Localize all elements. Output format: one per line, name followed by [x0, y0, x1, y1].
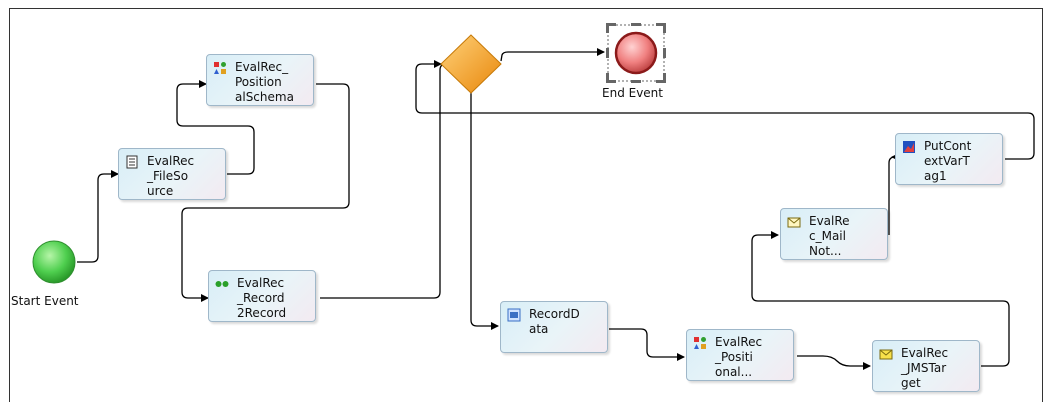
- diagram-canvas: Start Event End Event EvalRec _FileSo ur…: [9, 8, 1043, 402]
- task-recorddata[interactable]: RecordD ata: [500, 301, 608, 353]
- document-icon: [126, 155, 138, 169]
- connector-start-to-filesource: [77, 170, 119, 263]
- task-label: PutCont extVarT ag1: [924, 139, 972, 183]
- connector-jmstarget-to-mailnot: [751, 231, 1010, 367]
- connector-positional-to-jmstarget: [797, 355, 871, 370]
- schema-icon: [694, 337, 706, 349]
- connector-layer: [32, 23, 1035, 370]
- start-event-label: Start Event: [11, 294, 79, 308]
- exclusive-gateway[interactable]: [440, 34, 502, 94]
- connector-putcontext-to-gateway: [415, 60, 1035, 160]
- task-evalrec-jmstarget[interactable]: EvalRec _JMSTar get: [872, 340, 980, 392]
- chart-icon: [903, 141, 915, 153]
- task-label: EvalRe c_Mail Not...: [809, 214, 850, 258]
- start-event-circle[interactable]: [32, 240, 76, 284]
- jms-mail-icon: [879, 349, 893, 360]
- task-putcontextvartag1[interactable]: PutCont extVarT ag1: [895, 133, 1003, 185]
- mail-icon: [787, 217, 801, 228]
- task-evalrec-record2record[interactable]: EvalRec _Record 2Record: [208, 270, 316, 322]
- end-event-circle: [614, 31, 658, 75]
- data-icon: [507, 308, 521, 322]
- end-event-label: End Event: [602, 86, 663, 100]
- connector-filesource-to-positional-schema: [176, 80, 255, 175]
- connector-gateway-to-end: [500, 48, 605, 62]
- task-label: EvalRec _Record 2Record: [237, 276, 287, 320]
- end-event[interactable]: [606, 23, 666, 83]
- task-label: EvalRec_ Position alSchema: [235, 60, 294, 104]
- schema-icon: [214, 62, 226, 74]
- task-evalrec-mailnot[interactable]: EvalRe c_Mail Not...: [780, 208, 888, 260]
- task-label: EvalRec _JMSTar get: [901, 346, 949, 390]
- task-evalrec-positional-schema[interactable]: EvalRec_ Position alSchema: [206, 54, 314, 106]
- task-evalrec-filesource[interactable]: EvalRec _FileSo urce: [118, 148, 226, 200]
- connector-record2record-to-gateway: [320, 60, 448, 299]
- connector-recorddata-to-positional: [609, 328, 685, 361]
- task-evalrec-positional[interactable]: EvalRec _Positi onal...: [686, 329, 794, 381]
- task-label: EvalRec _FileSo urce: [147, 154, 195, 198]
- connector-gateway-to-recorddata: [470, 93, 499, 330]
- connector-positional-schema-to-record2record: [181, 83, 350, 302]
- task-label: EvalRec _Positi onal...: [715, 335, 763, 379]
- transform-icon: [215, 281, 229, 287]
- connector-mailnot-to-putcontext: [888, 153, 899, 235]
- task-label: RecordD ata: [529, 307, 580, 336]
